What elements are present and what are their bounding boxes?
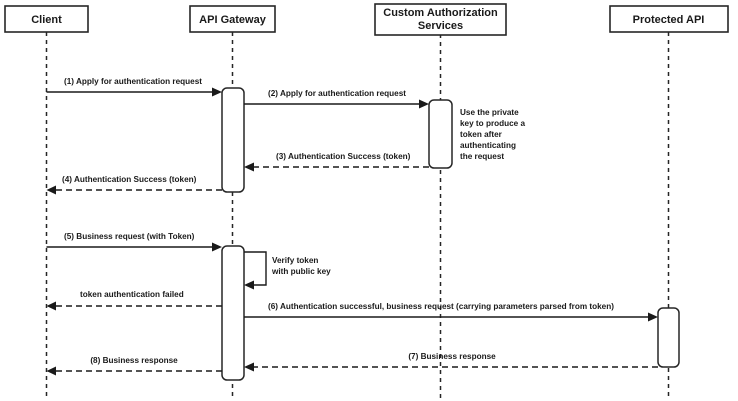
participant-box-api-gateway[interactable] <box>189 5 276 33</box>
message-6-arrowhead-icon <box>648 312 658 322</box>
message-5-business-request-with-token[interactable]: (5) Business request (with Token) <box>46 232 223 252</box>
activation-bar-protected-api-1[interactable] <box>657 307 680 368</box>
note-use-private-key-line-2: key to produce a <box>460 119 526 128</box>
participant-custom-authorization-services[interactable]: Custom Authorization Services <box>374 3 507 36</box>
message-4-label: (4) Authentication Success (token) <box>62 175 197 184</box>
message-3-arrowhead-icon <box>244 162 254 172</box>
message-self-verify-token-label-line1: Verify token <box>272 256 318 265</box>
participant-label-custom-authorization-services-line2: Services <box>418 20 463 32</box>
activation-bar-api-gateway-1[interactable] <box>221 87 245 193</box>
message-5-label: (5) Business request (with Token) <box>64 232 195 241</box>
message-7-label: (7) Business response <box>408 352 496 361</box>
activation-bar-auth-service-1[interactable] <box>428 99 453 169</box>
message-8-business-response[interactable]: (8) Business response <box>46 356 223 376</box>
note-use-private-key-line-4: authenticating <box>460 141 516 150</box>
participant-box-client[interactable] <box>4 5 89 33</box>
note-use-private-key-line-1: Use the private <box>460 108 519 117</box>
note-use-private-key: Use the private key to produce a token a… <box>460 108 526 161</box>
message-token-authentication-failed-arrowhead-icon <box>46 301 56 311</box>
participant-label-api-gateway: API Gateway <box>199 14 267 26</box>
activation-bar-api-gateway-2[interactable] <box>221 245 245 381</box>
message-4-arrowhead-icon <box>46 185 56 195</box>
message-self-verify-token-path <box>244 251 267 286</box>
note-use-private-key-line-5: the request <box>460 152 504 161</box>
message-2-arrowhead-icon <box>419 99 429 109</box>
message-self-verify-token-label-line2: with public key <box>271 267 331 276</box>
message-3-label: (3) Authentication Success (token) <box>276 152 411 161</box>
message-6-label: (6) Authentication successful, business … <box>268 302 614 311</box>
message-1-label: (1) Apply for authentication request <box>64 77 202 86</box>
participant-label-custom-authorization-services-line1: Custom Authorization <box>383 7 498 19</box>
participant-box-protected-api[interactable] <box>609 5 729 33</box>
participant-client[interactable]: Client <box>4 5 89 33</box>
participant-label-protected-api: Protected API <box>633 14 705 26</box>
message-1-apply-for-authentication-request[interactable]: (1) Apply for authentication request <box>46 77 223 97</box>
message-3-authentication-success-token[interactable]: (3) Authentication Success (token) <box>244 152 429 172</box>
message-token-authentication-failed[interactable]: token authentication failed <box>46 290 223 311</box>
message-7-business-response[interactable]: (7) Business response <box>244 352 658 372</box>
participant-protected-api[interactable]: Protected API <box>609 5 729 33</box>
message-1-arrowhead-icon <box>212 87 222 97</box>
message-2-apply-for-authentication-request[interactable]: (2) Apply for authentication request <box>244 89 429 109</box>
message-7-arrowhead-icon <box>244 362 254 372</box>
message-2-label: (2) Apply for authentication request <box>268 89 406 98</box>
message-5-arrowhead-icon <box>212 242 222 252</box>
message-self-verify-token-arrowhead-icon <box>244 280 254 290</box>
participant-box-custom-authorization-services[interactable] <box>374 3 507 36</box>
participant-label-client: Client <box>31 14 62 26</box>
participant-api-gateway[interactable]: API Gateway <box>189 5 276 33</box>
message-8-label: (8) Business response <box>90 356 178 365</box>
message-4-authentication-success-token[interactable]: (4) Authentication Success (token) <box>46 175 223 195</box>
message-token-authentication-failed-label: token authentication failed <box>80 290 184 299</box>
message-6-authentication-successful-business-request[interactable]: (6) Authentication successful, business … <box>244 302 658 322</box>
lifelines <box>45 32 670 399</box>
activation-bars <box>221 87 680 381</box>
message-self-verify-token[interactable]: Verify token with public key <box>244 251 331 290</box>
note-use-private-key-line-3: token after <box>460 130 503 139</box>
message-8-arrowhead-icon <box>46 366 56 376</box>
